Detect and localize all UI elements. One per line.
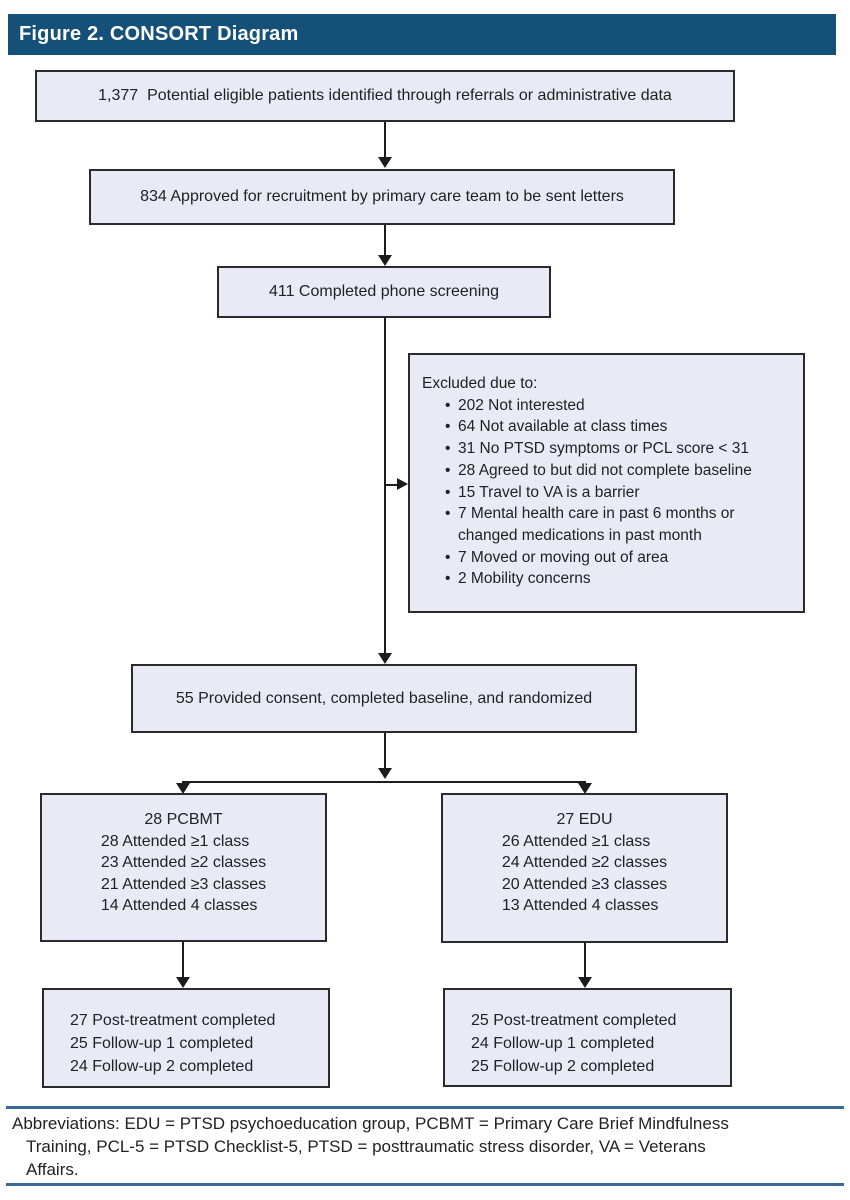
box-randomized: 55 Provided consent, completed baseline,… (131, 664, 637, 733)
box-approved-text: 834 Approved for recruitment by primary … (140, 188, 624, 206)
group-edu-header: 27 EDU (556, 811, 613, 828)
group-line: 26 Attended ≥1 class (501, 832, 651, 850)
followup-line: 27 Post-treatment completed (70, 1012, 276, 1029)
box-phone-screening: 411 Completed phone screening (217, 266, 551, 318)
arrowhead-approved-to-phone (378, 255, 392, 266)
excluded-list: 202 Not interested 64 Not available at c… (445, 395, 791, 590)
footer-line: Affairs. (26, 1160, 79, 1179)
group-line: 28 Attended ≥1 class (100, 832, 250, 850)
arrowhead-to-excluded (397, 478, 408, 490)
excluded-item: 28 Agreed to but did not complete baseli… (445, 460, 791, 482)
figure-title: Figure 2. CONSORT Diagram (19, 23, 299, 45)
box-followup-edu: 25 Post-treatment completed 24 Follow-up… (443, 988, 732, 1087)
box-approved-recruitment: 834 Approved for recruitment by primary … (89, 169, 675, 225)
excluded-item: 7 Moved or moving out of area (445, 547, 791, 569)
footer-line: Abbreviations: EDU = PTSD psychoeducatio… (12, 1114, 729, 1133)
arrowhead-phone-to-randomized (378, 653, 392, 664)
group-line: 21 Attended ≥3 classes (100, 875, 267, 893)
excluded-item: 7 Mental health care in past 6 months or… (445, 503, 791, 546)
box-group-pcbmt: 28 PCBMT 28 Attended ≥1 class 23 Attende… (40, 793, 327, 942)
excluded-item: 15 Travel to VA is a barrier (445, 482, 791, 504)
group-pcbmt-header: 28 PCBMT (144, 811, 223, 828)
box-phone-text: 411 Completed phone screening (268, 283, 500, 301)
excluded-header: Excluded due to: (422, 375, 538, 392)
excluded-item: 31 No PTSD symptoms or PCL score < 31 (445, 438, 791, 460)
arrow-phone-to-randomized (384, 318, 386, 654)
footer-rule-top (6, 1106, 844, 1109)
footer-line: Training, PCL-5 = PTSD Checklist-5, PTSD… (26, 1137, 706, 1156)
arrowhead-split-to-edu (578, 783, 592, 794)
arrowhead-edu-to-followup (578, 977, 592, 988)
followup-line: 24 Follow-up 1 completed (471, 1035, 655, 1052)
arrowhead-eligible-to-approved (378, 157, 392, 168)
footer-rule-bottom (6, 1183, 844, 1186)
box-randomized-text: 55 Provided consent, completed baseline,… (175, 689, 593, 707)
arrowhead-pcbmt-to-followup (176, 977, 190, 988)
arrow-pcbmt-to-followup (182, 942, 184, 978)
followup-line: 25 Follow-up 2 completed (471, 1058, 655, 1075)
group-line: 14 Attended 4 classes (100, 897, 258, 914)
footer-abbreviations: Abbreviations: EDU = PTSD psychoeducatio… (12, 1112, 836, 1181)
arrow-edu-to-followup (584, 943, 586, 978)
arrow-randomized-to-split (384, 733, 386, 769)
followup-line: 25 Post-treatment completed (471, 1012, 677, 1029)
excluded-item: 64 Not available at class times (445, 416, 791, 438)
group-line: 20 Attended ≥3 classes (501, 875, 668, 893)
arrowhead-split-to-pcbmt (176, 783, 190, 794)
arrowhead-randomized-to-split (378, 768, 392, 779)
followup-line: 25 Follow-up 1 completed (70, 1035, 254, 1052)
box-followup-pcbmt: 27 Post-treatment completed 25 Follow-up… (42, 988, 330, 1088)
box-eligible-patients: 1,377 Potential eligible patients identi… (35, 70, 735, 122)
arrow-approved-to-phone (384, 225, 386, 256)
arrow-to-excluded (385, 484, 398, 486)
group-line: 13 Attended 4 classes (501, 897, 659, 914)
group-edu-lines: 26 Attended ≥1 class 24 Attended ≥2 clas… (502, 831, 667, 917)
box-excluded: Excluded due to: 202 Not interested 64 N… (408, 353, 805, 613)
box-eligible-text: 1,377 Potential eligible patients identi… (98, 87, 672, 105)
group-line: 23 Attended ≥2 classes (100, 854, 267, 871)
box-group-edu: 27 EDU 26 Attended ≥1 class 24 Attended … (441, 793, 728, 943)
group-line: 24 Attended ≥2 classes (501, 854, 668, 871)
group-pcbmt-lines: 28 Attended ≥1 class 23 Attended ≥2 clas… (101, 831, 266, 917)
excluded-item: 202 Not interested (445, 395, 791, 417)
split-line (182, 781, 586, 783)
followup-line: 24 Follow-up 2 completed (70, 1058, 254, 1075)
figure-title-bar: Figure 2. CONSORT Diagram (8, 14, 836, 55)
excluded-item: 2 Mobility concerns (445, 568, 791, 590)
arrow-eligible-to-approved (384, 122, 386, 158)
